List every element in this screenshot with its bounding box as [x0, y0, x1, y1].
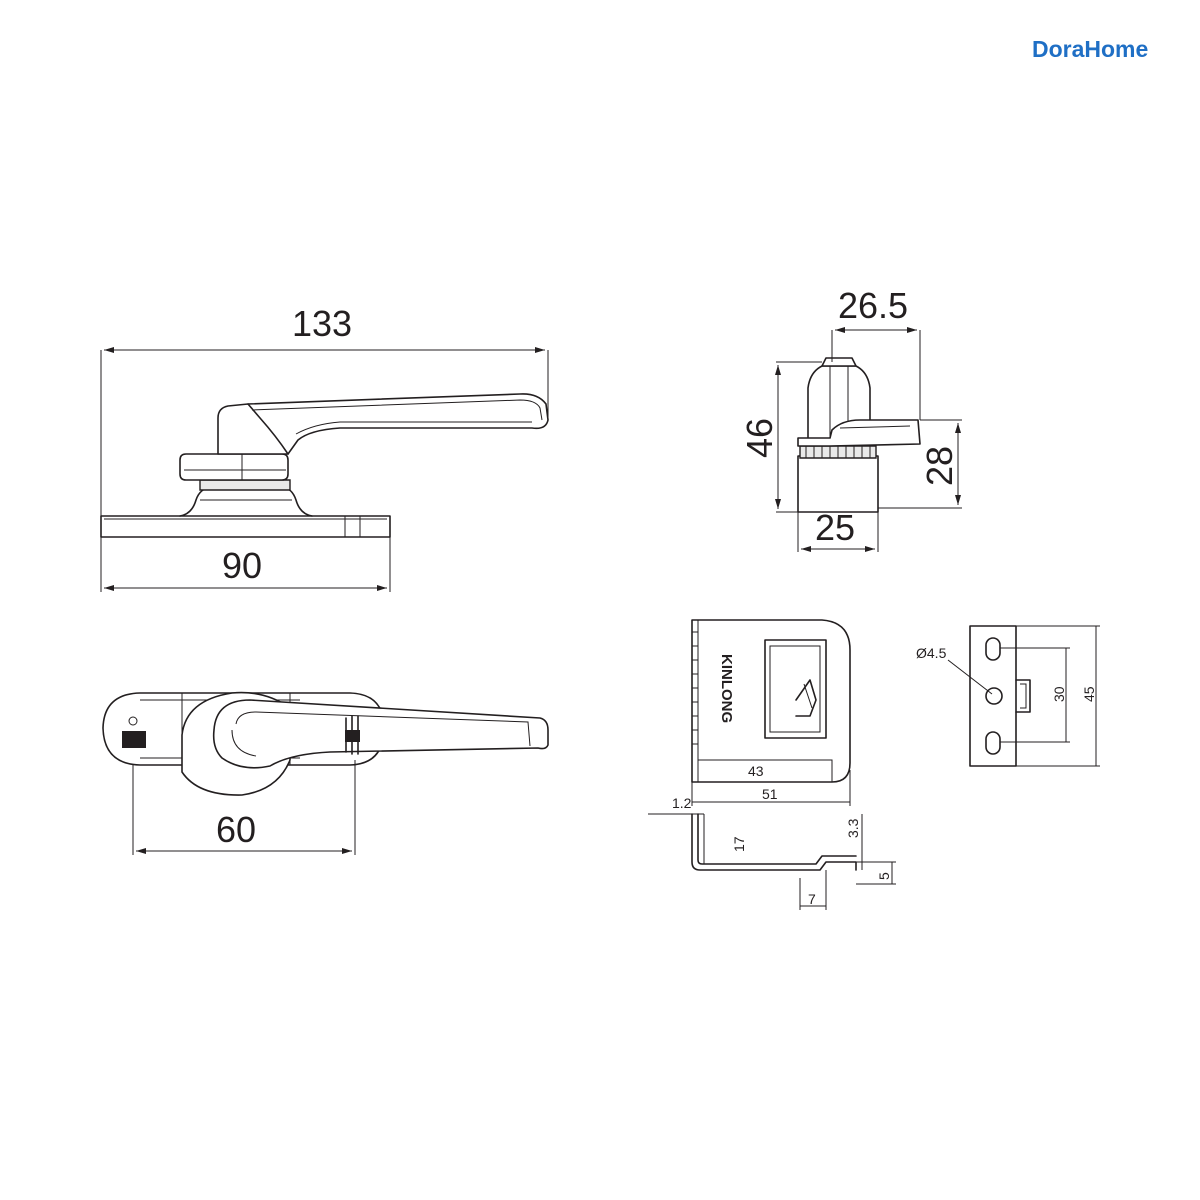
keeper-front-view: KINLONG — [691, 619, 851, 783]
base-saddle — [179, 486, 313, 517]
plan-lever-arm — [212, 699, 549, 769]
kinlong-stamp: KINLONG — [718, 654, 735, 723]
keeper-profile — [691, 813, 857, 871]
keeper-section-view: 1.2 17 3.3 5 7 — [648, 795, 896, 910]
mount-hole — [985, 687, 1003, 705]
dim-label-17: 17 — [731, 836, 747, 852]
dim-label-7: 7 — [808, 891, 816, 907]
dim-133: 133 — [100, 303, 549, 516]
dim-label-5: 5 — [876, 872, 892, 880]
dim-label-1-2: 1.2 — [672, 795, 692, 811]
dim-60: 60 — [132, 760, 356, 855]
dim-26-5: 26.5 — [831, 285, 921, 420]
dim-28: 28 — [878, 419, 962, 509]
dim-43: 43 — [698, 763, 832, 783]
keeper-mount-view: Ø4.5 30 45 — [916, 625, 1100, 767]
dim-label-46: 46 — [739, 418, 780, 458]
handle-hub — [179, 453, 289, 481]
dim-label-43: 43 — [748, 763, 764, 779]
keeper-window — [764, 639, 827, 739]
handle-end-view — [797, 357, 921, 513]
mount-slot-bottom — [985, 731, 1001, 755]
screw-slot-left — [122, 731, 146, 748]
dim-label-3-3: 3.3 — [845, 818, 861, 838]
spindle-ring — [199, 479, 291, 491]
handle-side-view — [100, 393, 549, 538]
mount-slot-top — [985, 637, 1001, 661]
screw-slot-right — [345, 730, 360, 742]
end-base — [797, 455, 879, 513]
mount-plate — [969, 625, 1017, 767]
lever-arm — [247, 393, 549, 455]
dim-51: 51 — [691, 770, 851, 806]
dim-label-26-5: 26.5 — [838, 285, 908, 326]
dim-label-28: 28 — [919, 446, 960, 486]
dim-label-133: 133 — [292, 303, 352, 344]
dim-90: 90 — [100, 537, 391, 592]
dim-46: 46 — [739, 361, 822, 513]
logo-text: DoraHome — [1032, 36, 1148, 62]
dim-25: 25 — [797, 507, 879, 552]
dim-label-60: 60 — [216, 809, 256, 850]
dim-label-45: 45 — [1081, 686, 1097, 702]
dim-label-30: 30 — [1051, 686, 1067, 702]
dim-label-90: 90 — [222, 545, 262, 586]
handle-plan-view — [102, 691, 549, 796]
dim-label-hole: Ø4.5 — [916, 645, 947, 661]
brand-logo: DoraHome — [1032, 36, 1148, 62]
dim-label-25: 25 — [815, 507, 855, 548]
dim-label-51: 51 — [762, 786, 778, 802]
